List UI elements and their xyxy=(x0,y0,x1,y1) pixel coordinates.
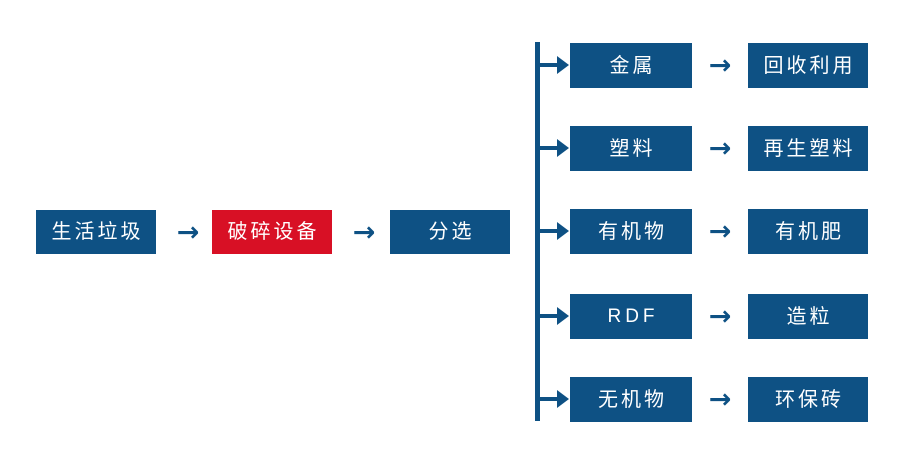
node-organic[interactable]: 有机物 xyxy=(570,209,692,254)
arrow-right-icon-waste-to-crusher: → xyxy=(176,216,200,248)
node-rdf-product[interactable]: 造粒 xyxy=(748,294,868,339)
branch-arrow-icon-inorganic xyxy=(535,385,569,413)
node-metal-product[interactable]: 回收利用 xyxy=(748,43,868,88)
node-plastic-product[interactable]: 再生塑料 xyxy=(748,126,868,171)
arrow-right-icon-crusher-to-sorting: → xyxy=(352,216,376,248)
node-plastic[interactable]: 塑料 xyxy=(570,126,692,171)
node-rdf[interactable]: RDF xyxy=(570,294,692,339)
node-inorganic-product[interactable]: 环保砖 xyxy=(748,377,868,422)
branch-arrow-icon-organic xyxy=(535,217,569,245)
node-sorting[interactable]: 分选 xyxy=(390,210,510,254)
branch-arrow-icon-rdf xyxy=(535,302,569,330)
node-metal[interactable]: 金属 xyxy=(570,43,692,88)
arrow-right-icon-plastic-to-product: → xyxy=(708,133,732,164)
node-organic-product[interactable]: 有机肥 xyxy=(748,209,868,254)
arrow-right-icon-organic-to-product: → xyxy=(708,216,732,247)
arrow-right-icon-rdf-to-product: → xyxy=(708,301,732,332)
node-inorganic[interactable]: 无机物 xyxy=(570,377,692,422)
node-waste[interactable]: 生活垃圾 xyxy=(36,210,156,254)
arrow-right-icon-metal-to-product: → xyxy=(708,50,732,81)
branch-arrow-icon-plastic xyxy=(535,134,569,162)
branch-arrow-icon-metal xyxy=(535,51,569,79)
node-crusher[interactable]: 破碎设备 xyxy=(212,210,332,254)
arrow-right-icon-inorganic-to-product: → xyxy=(708,384,732,415)
